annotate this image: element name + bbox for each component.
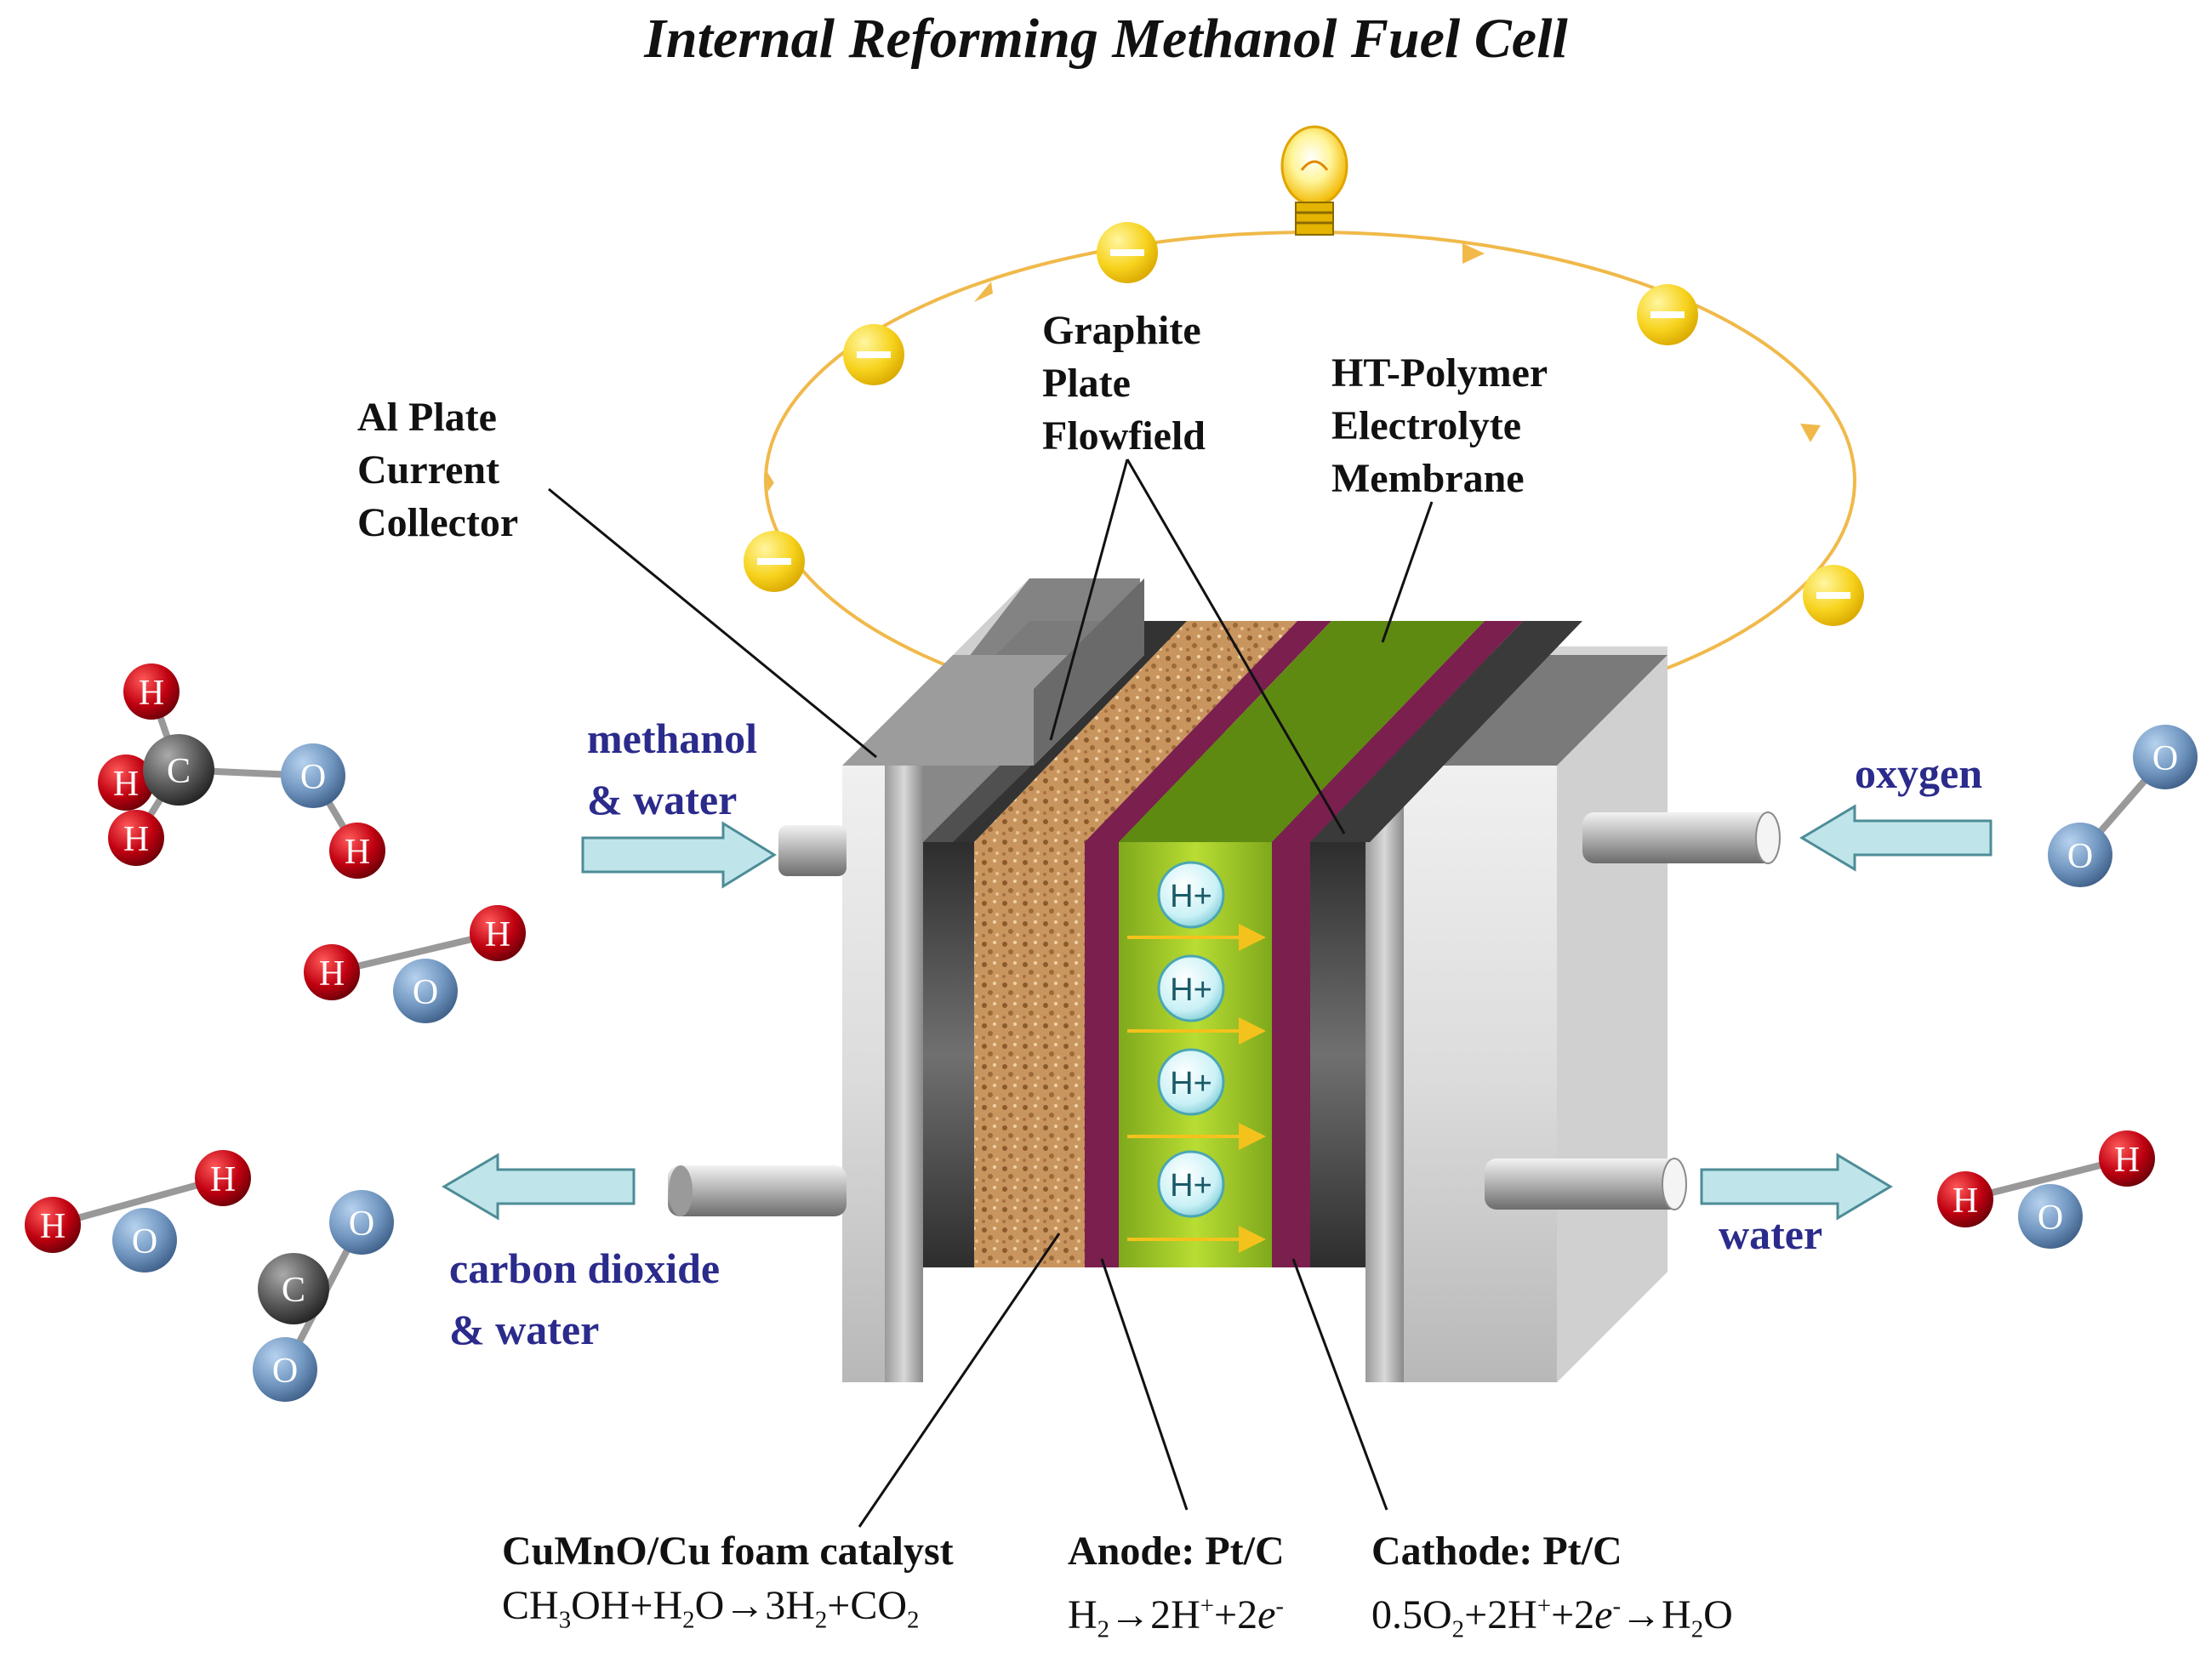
water-molecule-out-right <box>1937 1130 2155 1249</box>
flow-arrows <box>442 804 1993 1221</box>
molecules <box>25 663 2198 1402</box>
anode-reaction-label: Anode: Pt/C H2→2H++2e- <box>1068 1529 1285 1643</box>
exhaust-out-arrow <box>442 1153 636 1221</box>
svg-text:H: H <box>1953 1182 1978 1221</box>
svg-text:H: H <box>2114 1141 2140 1180</box>
al-plate-label: Al Plate Current Collector <box>357 395 519 545</box>
svg-text:H: H <box>139 674 164 713</box>
proton-arrows <box>1127 924 1266 1253</box>
anode-graphite-plate <box>923 842 974 1267</box>
svg-text:O: O <box>2067 837 2093 876</box>
catalyst-reaction-label: CuMnO/Cu foam catalyst CH3OH+H2O→3H2+CO2 <box>502 1529 954 1634</box>
svg-text:O: O <box>132 1222 157 1261</box>
co2-molecule <box>253 1190 394 1402</box>
svg-text:H: H <box>123 820 149 859</box>
cathode-graphite-plate <box>1310 842 1365 1267</box>
svg-text:H+: H+ <box>1170 879 1212 914</box>
foam-catalyst-layer <box>974 842 1085 1267</box>
svg-text:O: O <box>2152 739 2178 778</box>
leader-lines <box>548 458 1434 1528</box>
graphite-plate-label: Graphite Plate Flowfield <box>1042 308 1206 458</box>
electron-icon <box>1097 222 1158 283</box>
membrane-label: HT-Polymer Electrolyte Membrane <box>1331 350 1548 501</box>
svg-text:O: O <box>2038 1199 2063 1238</box>
protons <box>1157 861 1225 1218</box>
anode-catalyst-layer <box>1085 842 1119 1267</box>
oxygen-in-arrow <box>1799 804 1993 872</box>
electrons <box>744 222 1864 626</box>
svg-text:O: O <box>272 1352 298 1391</box>
electron-icon <box>1803 565 1864 626</box>
svg-text:O: O <box>300 758 326 797</box>
oxygen-inlet-label: oxygen <box>1855 749 1982 797</box>
methanol-inlet-port <box>778 825 847 876</box>
light-bulb-icon <box>1280 125 1348 236</box>
co2-water-outlet-label: carbon dioxide & water <box>449 1244 721 1353</box>
methanol-molecule <box>98 663 385 879</box>
methanol-water-inlet-label: methanol & water <box>587 715 757 823</box>
circuit-direction-arrows <box>765 243 1821 492</box>
svg-text:H: H <box>40 1207 66 1246</box>
svg-text:O: O <box>413 973 438 1012</box>
proton-labels: H+ H+ H+ H+ <box>1170 879 1212 1204</box>
svg-text:H: H <box>113 765 139 804</box>
svg-text:H+: H+ <box>1170 972 1212 1008</box>
oxygen-inlet-port <box>1582 811 1781 864</box>
electron-icon <box>1637 284 1698 345</box>
svg-text:O: O <box>349 1204 374 1244</box>
water-out-arrow <box>1700 1153 1893 1221</box>
svg-text:H: H <box>319 954 345 994</box>
water-molecule-out-left <box>25 1150 251 1273</box>
water-outlet-label: water <box>1719 1210 1823 1258</box>
cathode-reaction-label: Cathode: Pt/C 0.5O2+2H++2e-→H2O <box>1371 1529 1733 1643</box>
svg-text:H: H <box>345 833 370 872</box>
diagram-title: Internal Reforming Methanol Fuel Cell <box>644 8 1568 70</box>
cell-layers <box>923 621 1582 1267</box>
svg-text:C: C <box>282 1271 305 1310</box>
atom-labels: H H H C O H H H O H H O O C O O O H H O <box>40 674 2178 1391</box>
exhaust-outlet-port <box>668 1165 847 1216</box>
svg-text:C: C <box>167 752 191 791</box>
svg-text:H: H <box>485 915 510 954</box>
water-molecule-in <box>304 905 526 1023</box>
water-outlet-port <box>1485 1158 1687 1210</box>
electron-icon <box>744 531 805 592</box>
svg-text:H+: H+ <box>1170 1066 1212 1102</box>
electron-icon <box>843 324 904 385</box>
svg-text:H+: H+ <box>1170 1168 1212 1204</box>
oxygen-molecule <box>2048 725 2198 887</box>
svg-text:H: H <box>210 1160 236 1199</box>
ports <box>668 811 1781 1216</box>
cathode-catalyst-layer <box>1272 842 1310 1267</box>
methanol-in-arrow <box>581 821 777 889</box>
anode-end-plate <box>842 578 1144 1382</box>
